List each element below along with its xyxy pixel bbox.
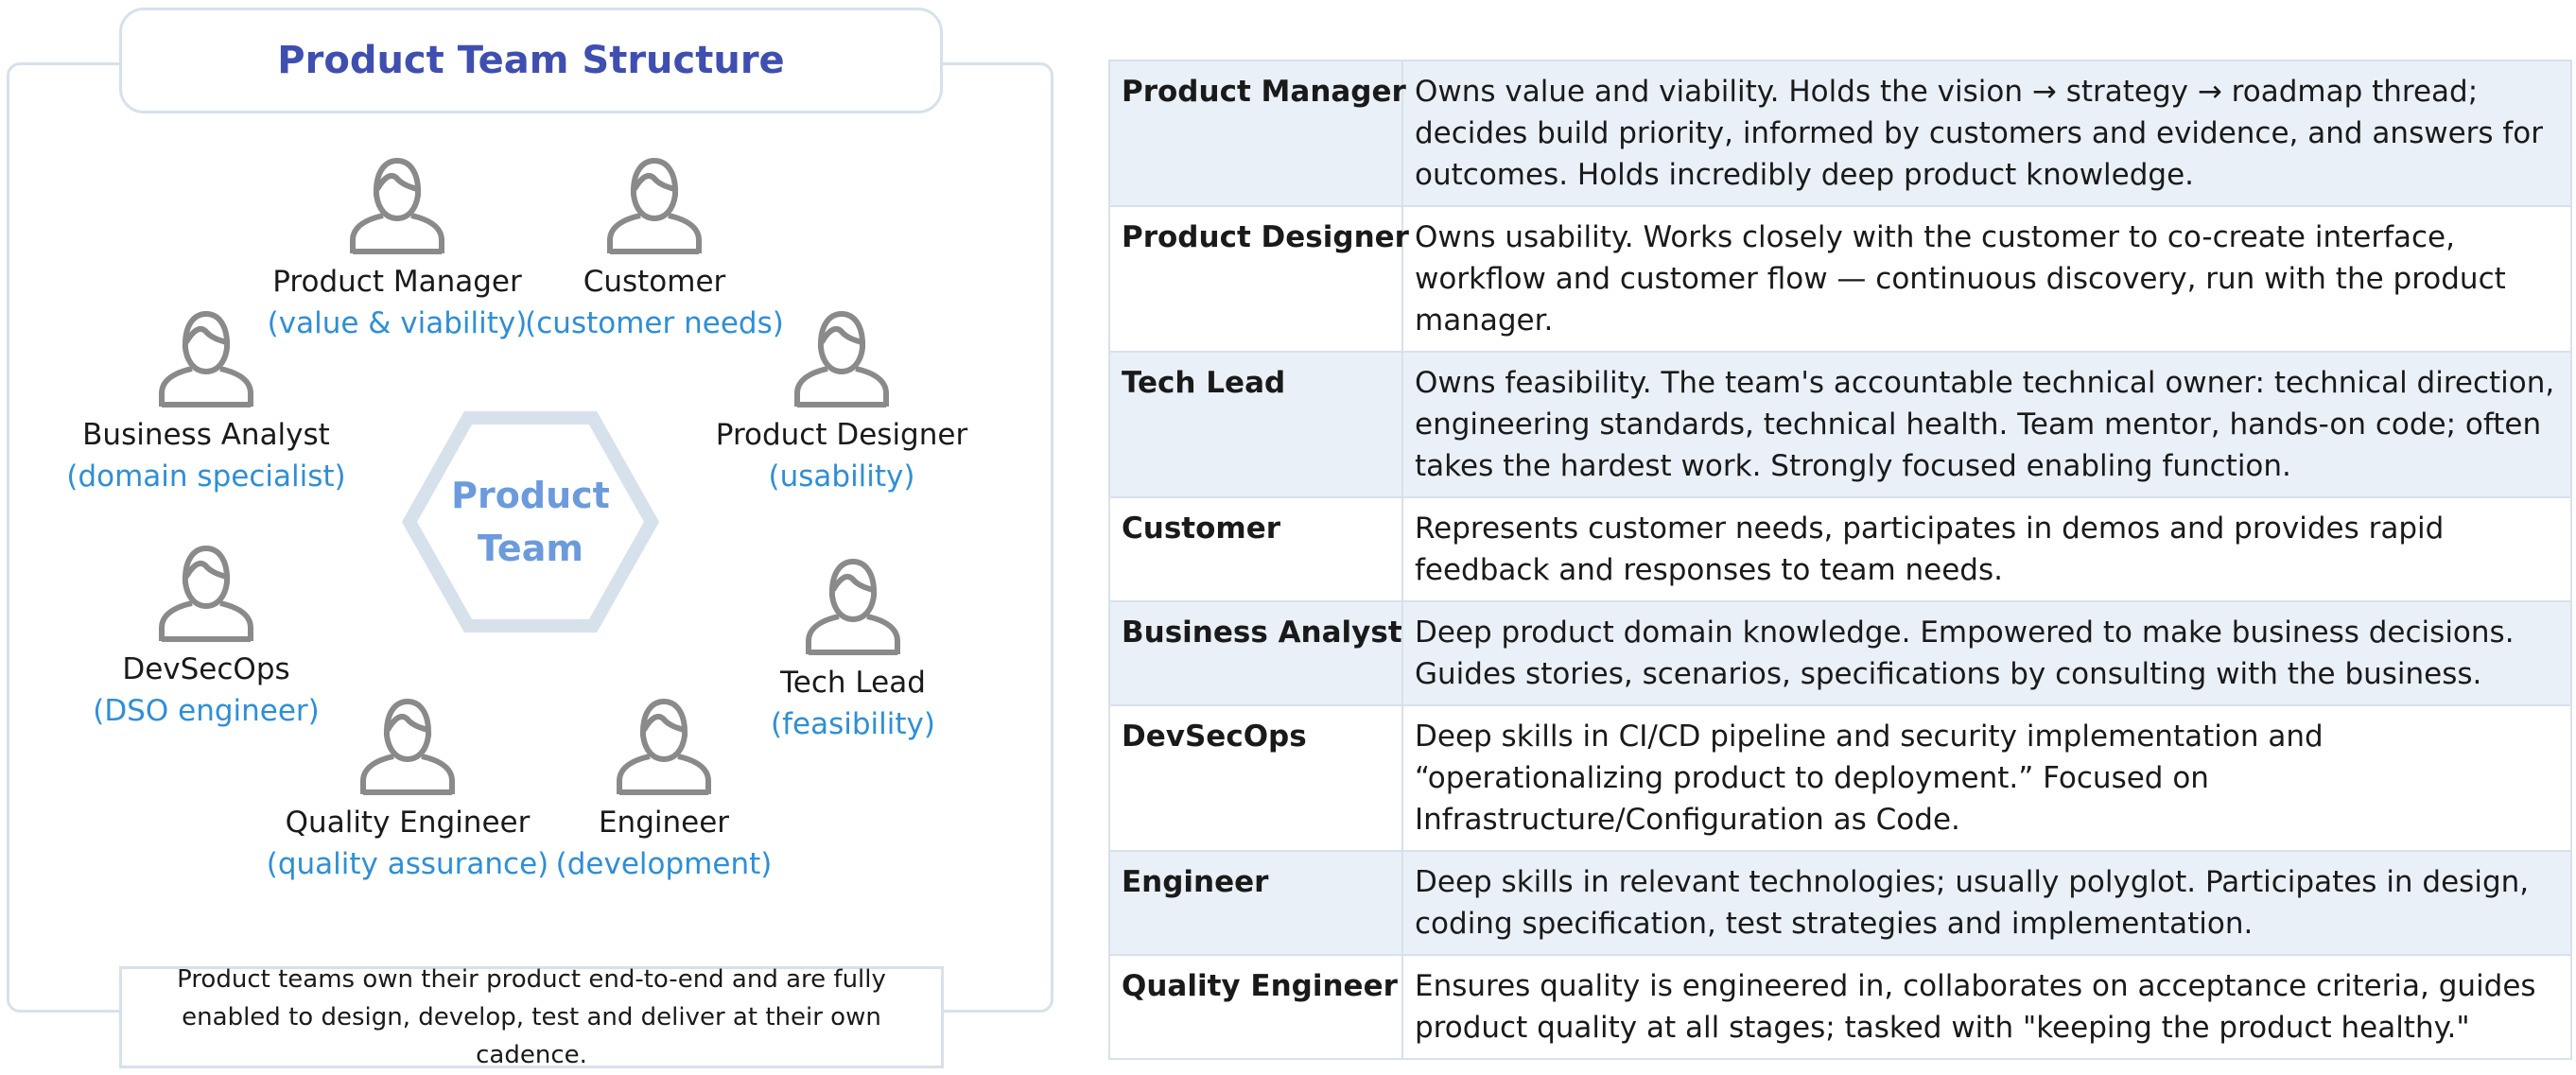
description-cell: Represents customer needs, participates …: [1401, 496, 2572, 602]
role-name: Customer: [583, 265, 726, 299]
role-customer: Customer (customer needs): [513, 151, 796, 344]
role-desc: (value & viability): [267, 306, 528, 340]
role-desc: (quality assurance): [266, 847, 549, 881]
role-cell: Product Manager: [1108, 60, 1406, 207]
role-name: Tech Lead: [780, 666, 926, 700]
person-outline-icon: [159, 545, 253, 642]
role-engineer: Engineer (development): [522, 692, 806, 885]
center-label-line2: Team: [478, 528, 583, 569]
role-name: Business Analyst: [82, 418, 330, 452]
description-cell: Deep skills in relevant technologies; us…: [1401, 850, 2572, 956]
person-outline-icon: [806, 558, 900, 655]
role-product-manager: Product Manager (value & viability): [255, 151, 539, 344]
roles-table: Product Manager Owns value and viability…: [1108, 60, 2572, 1060]
table-row: Business Analyst Deep product domain kno…: [1108, 600, 2572, 706]
diagram-caption: Product teams own their product end-to-e…: [119, 965, 944, 1069]
person-outline-icon: [617, 698, 711, 795]
caption-line2: enabled to design, develop, test and del…: [182, 1003, 881, 1069]
role-cell: Customer: [1108, 496, 1403, 602]
table-row: DevSecOps Deep skills in CI/CD pipeline …: [1108, 704, 2572, 852]
role-cell: Product Designer: [1108, 205, 1409, 353]
description-cell: Deep product domain knowledge. Empowered…: [1401, 600, 2572, 706]
role-devsecops: DevSecOps (DSO engineer): [64, 539, 348, 732]
role-business-analyst: Business Analyst (domain specialist): [64, 304, 348, 497]
role-name: Quality Engineer: [285, 806, 531, 840]
role-name: Product Designer: [715, 418, 968, 452]
description-cell: Owns value and viability. Holds the visi…: [1401, 60, 2572, 207]
product-team-label: Product Team: [402, 410, 659, 633]
role-desc: (customer needs): [525, 306, 784, 340]
role-cell: DevSecOps: [1108, 704, 1403, 852]
description-cell: Owns usability. Works closely with the c…: [1401, 205, 2572, 353]
center-label-line1: Product: [451, 475, 610, 516]
product-team-hexagon: [402, 411, 659, 633]
person-outline-icon: [607, 157, 702, 254]
person-outline-icon: [350, 157, 444, 254]
role-cell: Engineer: [1108, 850, 1403, 956]
caption-line1: Product teams own their product end-to-e…: [177, 965, 886, 994]
person-outline-icon: [794, 310, 889, 407]
diagram-title: Product Team Structure: [119, 8, 943, 113]
table-row: Quality Engineer Ensures quality is engi…: [1108, 954, 2572, 1060]
role-desc: (domain specialist): [66, 459, 346, 494]
role-quality-engineer: Quality Engineer (quality assurance): [266, 692, 549, 885]
role-cell: Quality Engineer: [1108, 954, 1403, 1060]
role-product-designer: Product Designer (usability): [700, 304, 983, 497]
role-desc: (feasibility): [771, 707, 935, 741]
table-row: Tech Lead Owns feasibility. The team's a…: [1108, 351, 2572, 498]
role-tech-lead: Tech Lead (feasibility): [711, 552, 995, 745]
role-name: Product Manager: [272, 265, 522, 299]
table-row: Product Designer Owns usability. Works c…: [1108, 205, 2572, 353]
role-desc: (development): [555, 847, 773, 881]
table-row: Customer Represents customer needs, part…: [1108, 496, 2572, 602]
description-cell: Owns feasibility. The team's accountable…: [1401, 351, 2572, 498]
person-outline-icon: [360, 698, 455, 795]
role-cell: Tech Lead: [1108, 351, 1403, 498]
table-row: Product Manager Owns value and viability…: [1108, 60, 2572, 207]
role-name: Engineer: [598, 806, 730, 840]
description-cell: Ensures quality is engineered in, collab…: [1401, 954, 2572, 1060]
person-outline-icon: [159, 310, 253, 407]
role-desc: (usability): [768, 459, 915, 494]
table-row: Engineer Deep skills in relevant technol…: [1108, 850, 2572, 956]
role-desc: (DSO engineer): [93, 694, 320, 728]
role-name: DevSecOps: [122, 652, 290, 686]
role-cell: Business Analyst: [1108, 600, 1403, 706]
description-cell: Deep skills in CI/CD pipeline and securi…: [1401, 704, 2572, 852]
